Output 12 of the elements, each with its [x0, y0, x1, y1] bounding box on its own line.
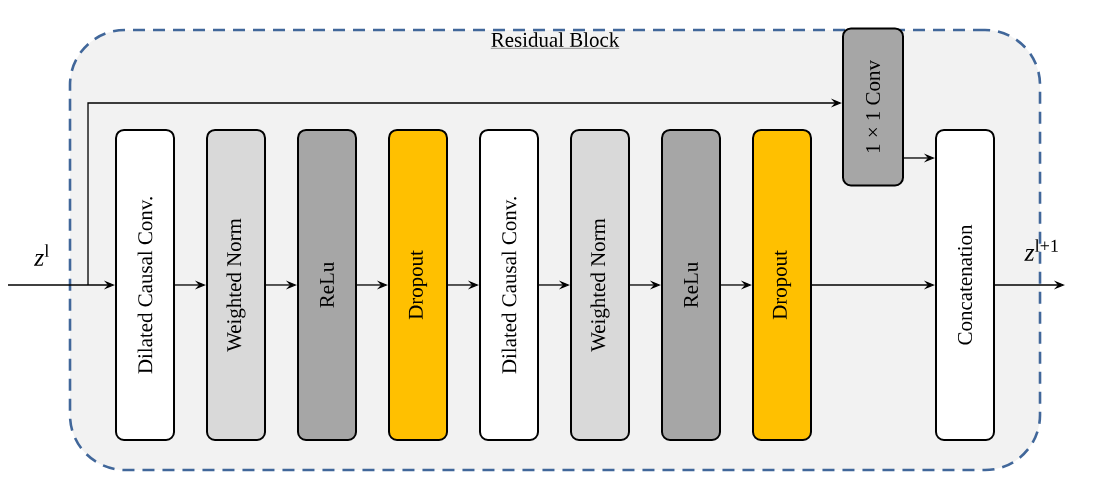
signal-label: z$^{l}$ [33, 244, 49, 266]
layer-box: ReLu [661, 129, 721, 441]
conv-box: 1 × 1 Conv [842, 27, 904, 187]
layer-box: Dropout [388, 129, 448, 441]
layer-box: ReLu [297, 129, 357, 441]
signal-label: z$^{l+1}$ [1024, 239, 1058, 261]
layer-box: Dilated Causal Conv. [479, 129, 539, 441]
layer-box: Dilated Causal Conv. [115, 129, 175, 441]
layer-box: Concatenation [935, 129, 995, 441]
layer-box: Weighted Norm [570, 129, 630, 441]
layer-box: Dropout [752, 129, 812, 441]
layer-box: Weighted Norm [206, 129, 266, 441]
